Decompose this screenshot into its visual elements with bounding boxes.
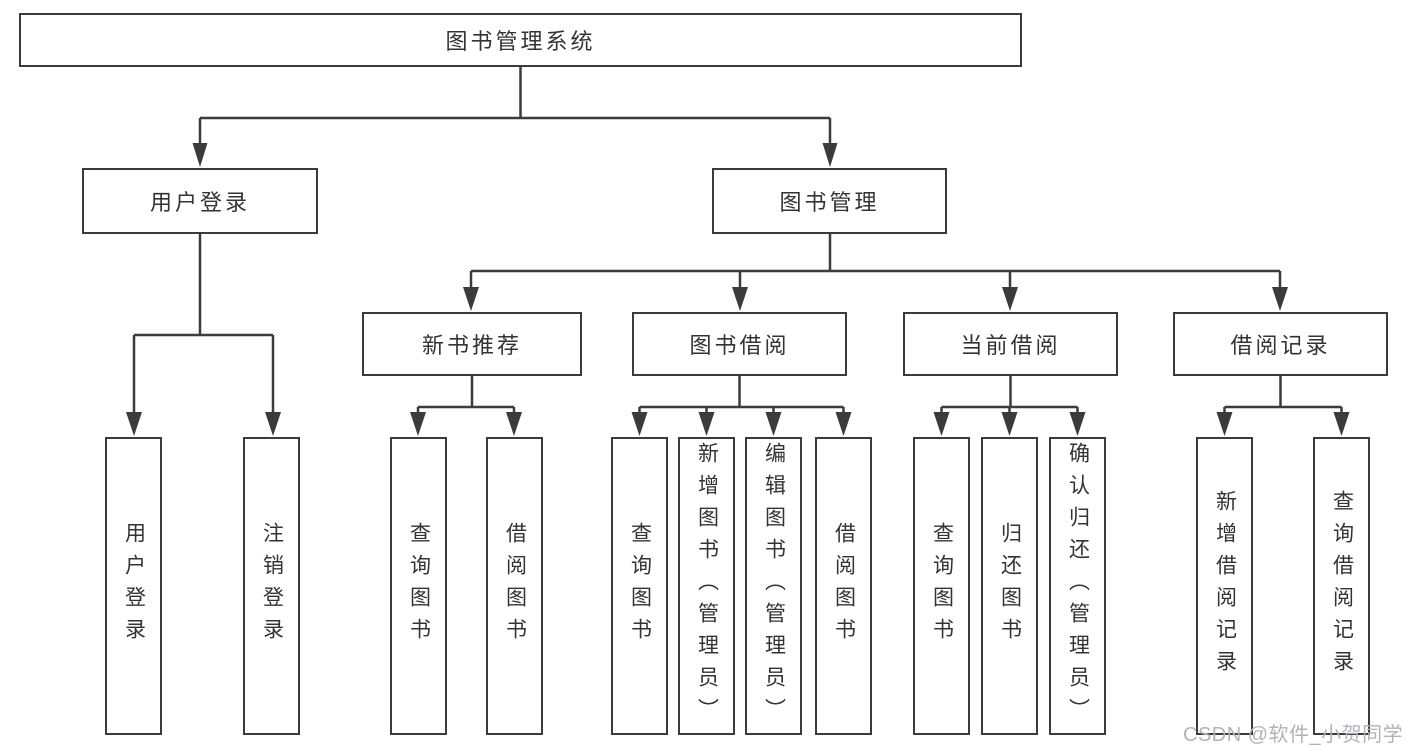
leaf-user-login: 用户登录 (105, 437, 162, 735)
node-book-management: 图书管理 (712, 168, 947, 234)
csdn-watermark: CSDN @软件_小贺同学 (1183, 724, 1404, 746)
node-new-book-recommend: 新书推荐 (362, 312, 582, 376)
leaf-query-borrow-record: 查询借阅记录 (1313, 437, 1370, 735)
leaf-logout-label: 注销登录 (260, 522, 284, 650)
leaf-query-books-borrow: 查询图书 (611, 437, 668, 735)
leaf-logout: 注销登录 (243, 437, 300, 735)
leaf-confirm-return-admin: 确认归还（管理员） (1049, 437, 1106, 735)
leaf-add-borrow-record: 新增借阅记录 (1196, 437, 1253, 735)
leaf-borrow-books-newrec-label: 借阅图书 (503, 522, 527, 650)
leaf-query-books-newrec-label: 查询图书 (407, 522, 431, 650)
leaf-query-borrow-record-label: 查询借阅记录 (1330, 490, 1354, 682)
leaf-borrow-books-label: 借阅图书 (832, 522, 856, 650)
leaf-return-book-label: 归还图书 (998, 522, 1022, 650)
node-user-login: 用户登录 (82, 168, 318, 234)
leaf-user-login-label: 用户登录 (122, 522, 146, 650)
leaf-query-books-current: 查询图书 (913, 437, 970, 735)
node-root: 图书管理系统 (19, 13, 1022, 67)
leaf-query-books-newrec: 查询图书 (390, 437, 447, 735)
node-borrow-records: 借阅记录 (1173, 312, 1388, 376)
node-book-borrow: 图书借阅 (632, 312, 847, 376)
leaf-add-book-admin-label: 新增图书（管理员） (695, 442, 719, 730)
leaf-edit-book-admin: 编辑图书（管理员） (745, 437, 802, 735)
leaf-query-books-borrow-label: 查询图书 (628, 522, 652, 650)
leaf-return-book: 归还图书 (981, 437, 1038, 735)
leaf-query-books-current-label: 查询图书 (930, 522, 954, 650)
leaf-borrow-books: 借阅图书 (815, 437, 872, 735)
leaf-add-book-admin: 新增图书（管理员） (678, 437, 735, 735)
leaf-add-borrow-record-label: 新增借阅记录 (1213, 490, 1237, 682)
leaf-edit-book-admin-label: 编辑图书（管理员） (762, 442, 786, 730)
leaf-borrow-books-newrec: 借阅图书 (486, 437, 543, 735)
leaf-confirm-return-admin-label: 确认归还（管理员） (1066, 442, 1090, 730)
node-current-borrow: 当前借阅 (903, 312, 1118, 376)
